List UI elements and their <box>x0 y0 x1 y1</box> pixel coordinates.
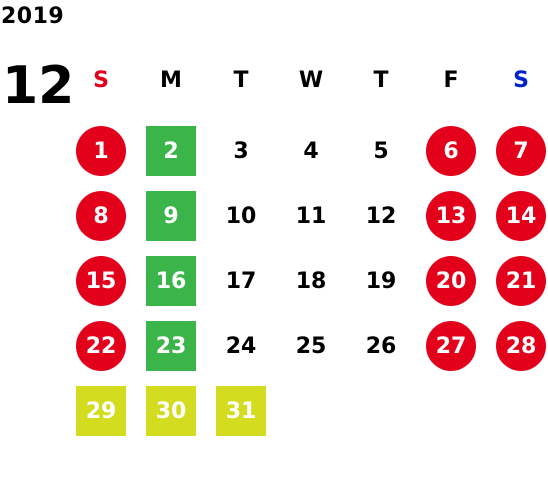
weekday-sun: S <box>93 68 109 93</box>
day-9[interactable]: 9 <box>146 191 196 241</box>
day-25[interactable]: 25 <box>295 333 327 359</box>
day-29[interactable]: 29 <box>76 386 126 436</box>
weekday-sat: S <box>513 68 529 93</box>
day-31[interactable]: 31 <box>216 386 266 436</box>
day-19[interactable]: 19 <box>365 268 397 294</box>
day-20[interactable]: 20 <box>426 256 476 306</box>
day-16[interactable]: 16 <box>146 256 196 306</box>
weekday-mon: M <box>160 68 182 93</box>
day-21[interactable]: 21 <box>496 256 546 306</box>
day-13[interactable]: 13 <box>426 191 476 241</box>
year-label: 2019 <box>1 4 65 29</box>
day-22[interactable]: 22 <box>76 321 126 371</box>
day-11[interactable]: 11 <box>295 203 327 229</box>
day-15[interactable]: 15 <box>76 256 126 306</box>
day-10[interactable]: 10 <box>225 203 257 229</box>
month-number: 12 <box>2 56 75 116</box>
day-27[interactable]: 27 <box>426 321 476 371</box>
day-3[interactable]: 3 <box>233 138 249 164</box>
day-1[interactable]: 1 <box>76 126 126 176</box>
day-14[interactable]: 14 <box>496 191 546 241</box>
weekday-fri: F <box>443 68 459 93</box>
day-24[interactable]: 24 <box>225 333 257 359</box>
day-23[interactable]: 23 <box>146 321 196 371</box>
weekday-thu: T <box>373 68 389 93</box>
day-2[interactable]: 2 <box>146 126 196 176</box>
day-7[interactable]: 7 <box>496 126 546 176</box>
day-30[interactable]: 30 <box>146 386 196 436</box>
day-5[interactable]: 5 <box>373 138 389 164</box>
weekday-tue: T <box>233 68 249 93</box>
day-4[interactable]: 4 <box>303 138 319 164</box>
weekday-wed: W <box>298 68 324 93</box>
day-26[interactable]: 26 <box>365 333 397 359</box>
day-12[interactable]: 12 <box>365 203 397 229</box>
day-6[interactable]: 6 <box>426 126 476 176</box>
day-18[interactable]: 18 <box>295 268 327 294</box>
day-8[interactable]: 8 <box>76 191 126 241</box>
day-28[interactable]: 28 <box>496 321 546 371</box>
day-17[interactable]: 17 <box>225 268 257 294</box>
